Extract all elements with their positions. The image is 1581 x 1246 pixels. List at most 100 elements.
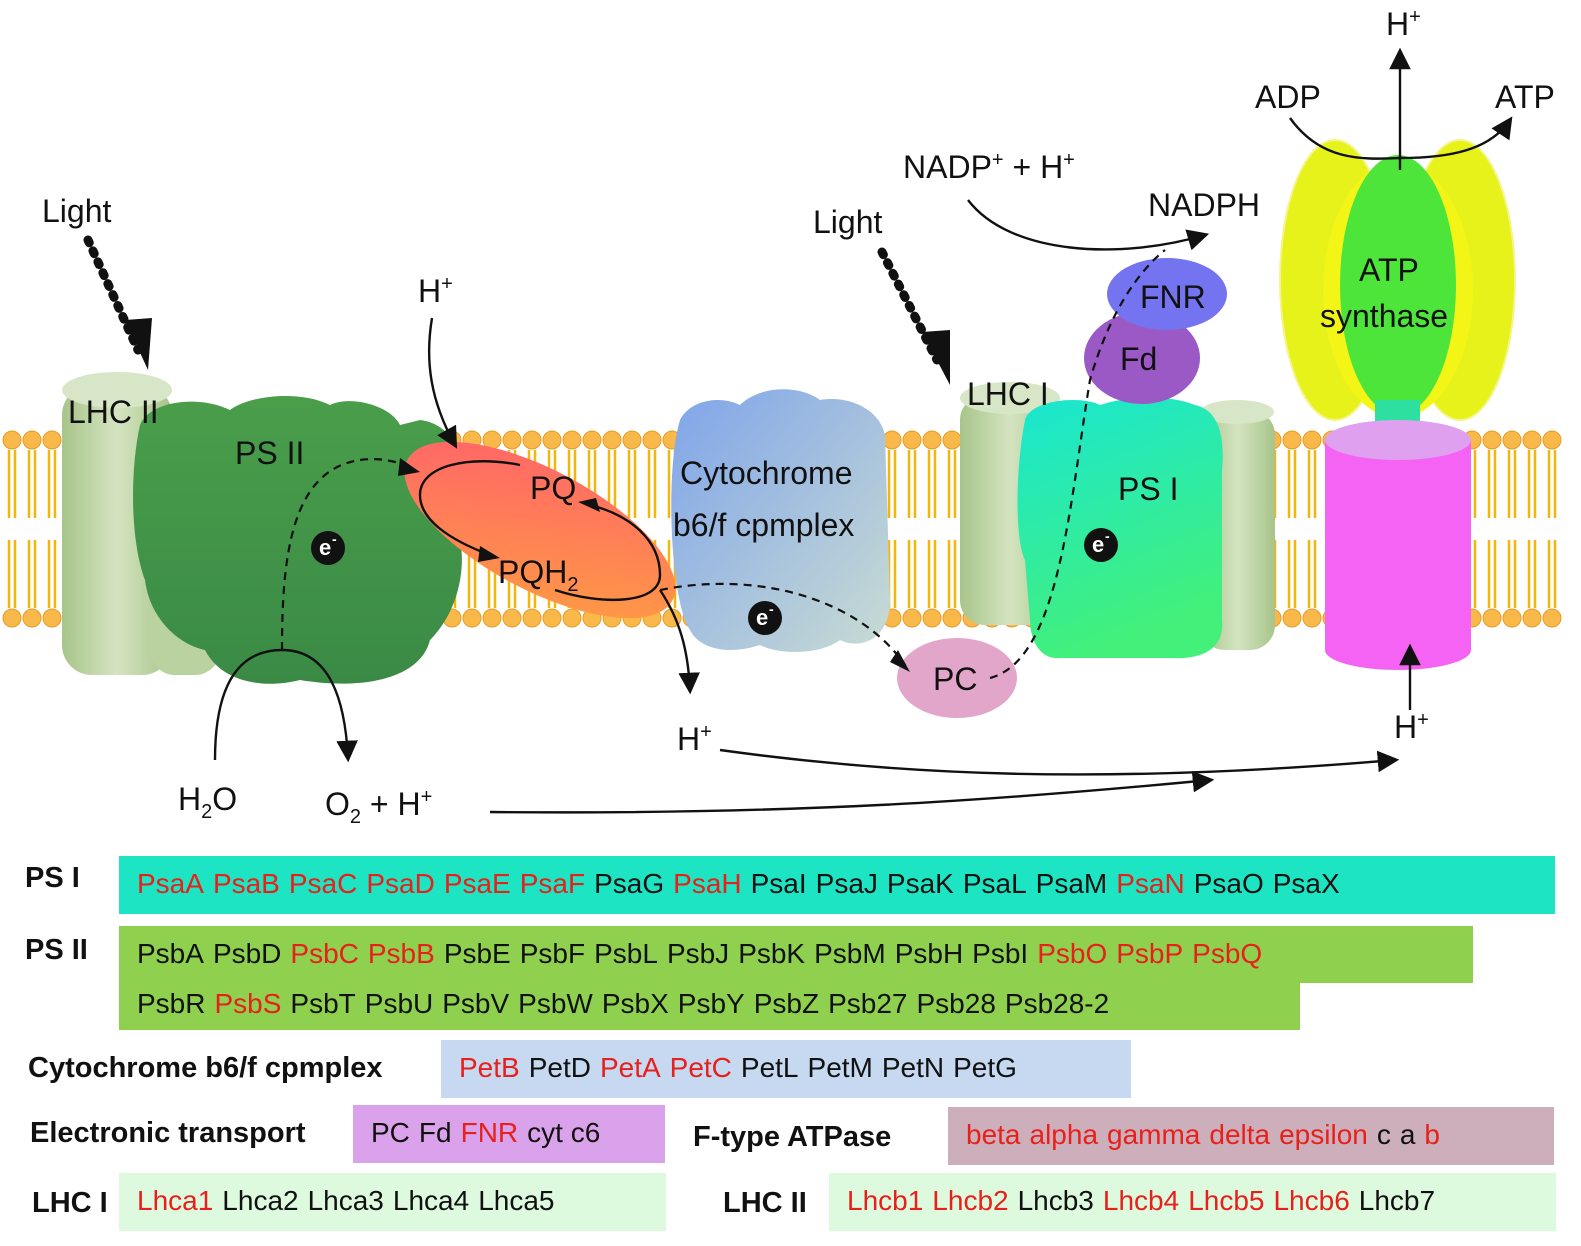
pqh2-label: PQH2: [498, 554, 578, 596]
pq-label: PQ: [530, 470, 576, 506]
gene-gamma: gamma: [1107, 1119, 1201, 1150]
gene-psb28: Psb28: [916, 988, 996, 1019]
gene-psac: PsaC: [288, 868, 358, 899]
fnr-protein: [1107, 258, 1227, 330]
gene-psbs: PsbS: [214, 988, 282, 1019]
gene-psbp: PsbP: [1116, 938, 1184, 969]
gene-psal: PsaL: [962, 868, 1027, 899]
electron-paths: [280, 249, 1166, 680]
row-title-lhc1: LHC I: [32, 1187, 108, 1219]
atp-label: ATP: [1495, 79, 1555, 115]
gene-psbq: PsbQ: [1192, 938, 1263, 969]
electron-arrowheads: [398, 458, 910, 672]
gene-pc: PC: [371, 1117, 410, 1148]
gene-psbh: PsbH: [894, 938, 964, 969]
svg-text:-: -: [332, 531, 337, 547]
gene-psbr: PsbR: [137, 988, 206, 1019]
gene-psbw: PsbW: [518, 988, 593, 1019]
ps2-label: PS II: [235, 435, 304, 471]
row-title-cytochrome: Cytochrome b6/f cpmplex: [28, 1052, 383, 1084]
gene-psai: PsaI: [750, 868, 807, 899]
gene-fd: Fd: [418, 1117, 452, 1148]
gene-petm: PetM: [807, 1052, 873, 1083]
gene-psbu: PsbU: [364, 988, 434, 1019]
fd-label: Fd: [1120, 341, 1157, 377]
nadph-label: NADPH: [1148, 187, 1260, 223]
gene-fnr: FNR: [460, 1117, 519, 1148]
gene-psae: PsaE: [443, 868, 511, 899]
row-title-ps2: PS II: [25, 934, 88, 966]
gene-psbc: PsbC: [290, 938, 359, 969]
fd-protein: [1084, 312, 1200, 404]
lhc2-label: LHC II: [68, 394, 159, 430]
light-arrow-1: [83, 235, 152, 370]
gene-beta: beta: [966, 1119, 1021, 1150]
gene-psan: PsaN: [1116, 868, 1185, 899]
gene-petl: PetL: [740, 1052, 799, 1083]
gene-psbv: PsbV: [442, 988, 510, 1019]
gene-b: b: [1424, 1119, 1440, 1150]
svg-text:-: -: [1105, 528, 1110, 544]
gene-psad: PsaD: [366, 868, 435, 899]
cytochrome-label-line1: Cytochrome: [680, 455, 853, 491]
atp-synthase-complex: [1279, 139, 1516, 670]
electron-token-3: e -: [1084, 528, 1118, 562]
photosynthesis-diagram: e - e - e - Light Light LHC II PS II H+ …: [2, 6, 1562, 828]
gene-psab: PsaB: [212, 868, 280, 899]
gene-psbl: PsbL: [594, 938, 658, 969]
gene-delta: delta: [1209, 1119, 1271, 1150]
gene-lhcb5: Lhcb5: [1188, 1185, 1265, 1216]
gene-psbj: PsbJ: [666, 938, 730, 969]
gene-lhcb6: Lhcb6: [1273, 1185, 1350, 1216]
gene-box-electronic-transport: PC Fd FNR cyt c6: [353, 1105, 665, 1163]
gene-psbb: PsbB: [367, 938, 435, 969]
atp-synthase-label-line1: ATP: [1359, 252, 1419, 288]
gene-psbz: PsbZ: [753, 988, 820, 1019]
proton-arrows: [213, 47, 1513, 814]
gene-psax: PsaX: [1272, 868, 1340, 899]
pq-cycle-arrows: [418, 460, 662, 602]
svg-text:e: e: [1092, 532, 1104, 557]
gene-lhcb7: Lhcb7: [1358, 1185, 1436, 1216]
gene-lhcb1: Lhcb1: [847, 1185, 924, 1216]
lhc1-label: LHC I: [967, 376, 1049, 412]
gene-psba: PsbA: [137, 938, 204, 969]
gene-psbf: PsbF: [519, 938, 586, 969]
h-plus-middle: H+: [677, 721, 712, 757]
gene-lhca2: Lhca2: [222, 1185, 299, 1216]
gene-psah: PsaH: [673, 868, 742, 899]
atp-synthase-label-line2: synthase: [1320, 298, 1448, 334]
gene-psbt: PsbT: [290, 988, 356, 1019]
gene-peta: PetA: [599, 1052, 661, 1083]
gene-petd: PetD: [528, 1052, 591, 1083]
gene-alpha: alpha: [1029, 1119, 1099, 1150]
row-title-ps1: PS I: [25, 862, 80, 894]
gene-lhca5: Lhca5: [478, 1185, 555, 1216]
gene-psbx: PsbX: [601, 988, 669, 1019]
gene-cyt-c6: cyt c6: [527, 1117, 601, 1148]
gene-lhcb2: Lhcb2: [932, 1185, 1009, 1216]
h-plus-top-right: H+: [1386, 6, 1421, 42]
h2o-label: H2O: [178, 781, 237, 823]
row-title-atpase: F-type ATPase: [693, 1121, 892, 1153]
o2-label: O2 + H+: [325, 786, 432, 828]
pc-protein: [897, 638, 1017, 718]
svg-text:e: e: [756, 605, 768, 630]
ps2-complex: [133, 395, 462, 684]
gene-psag: PsaG: [594, 868, 665, 899]
pc-label: PC: [933, 661, 977, 697]
h-plus-top-left: H+: [418, 273, 453, 309]
gene-psaj: PsaJ: [815, 868, 878, 899]
gene-psaf: PsaF: [519, 868, 586, 899]
gene-lhca3: Lhca3: [307, 1185, 384, 1216]
ps1-complex: [1017, 397, 1223, 659]
svg-text:-: -: [769, 601, 774, 617]
electron-token-1: e -: [311, 531, 345, 565]
gene-psbk: PsbK: [738, 938, 806, 969]
